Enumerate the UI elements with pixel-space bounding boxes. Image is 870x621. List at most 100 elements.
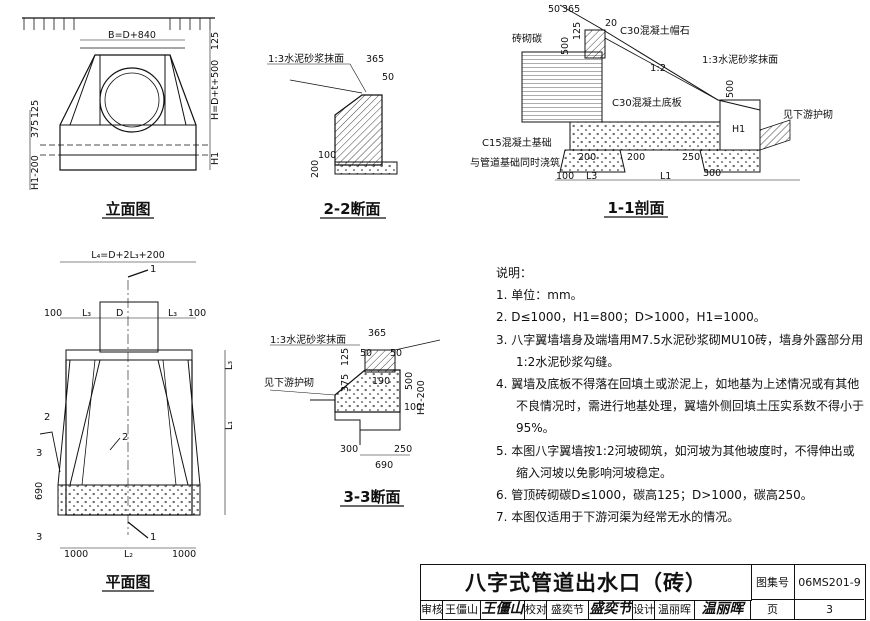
elevation-dim-125b: 125	[30, 100, 41, 118]
section-1-1	[521, 4, 800, 181]
plan-dim-1000b: 1000	[172, 549, 196, 560]
section33-mortar-label: 1:3水泥砂浆抹面	[270, 333, 346, 346]
page-number: 3	[826, 603, 833, 616]
plan-d: D	[116, 308, 123, 319]
section11-dim-20: 20	[605, 18, 617, 29]
section11-baseplate-label: C30混凝土底板	[612, 96, 682, 109]
section33-dim-500: 500	[404, 372, 415, 390]
title-block: 八字式管道出水口（砖） 图集号 06MS201-9 审核 王僵山 王僵山 校对 …	[420, 564, 866, 620]
plan-dim-690: 690	[34, 482, 45, 500]
designer-signature: 温丽晖	[695, 600, 751, 619]
section11-dim-500v: 500	[560, 37, 571, 55]
elevation-h1-dim: H1	[210, 152, 221, 165]
section33-dim-375: 375	[340, 374, 351, 392]
plan-l3v: L₃	[224, 361, 235, 370]
section33-dim-50a: 50	[360, 348, 372, 359]
section11-cap-label: C30混凝土帽石	[620, 24, 690, 37]
designer-name: 温丽晖	[655, 600, 695, 619]
plan-mark-3-top: 3	[36, 448, 42, 459]
reviewer-name: 王僵山	[443, 600, 481, 619]
section11-l3: L3	[586, 171, 597, 182]
check-label: 校对	[525, 600, 547, 619]
section22-dim-50: 50	[382, 72, 394, 83]
note-item-1: 1. 单位：mm。	[496, 288, 583, 303]
plan-l1v: L₁	[224, 421, 235, 430]
review-label: 审核	[421, 600, 443, 619]
section-3-3	[269, 339, 441, 456]
plan-mark-2-right: 2	[122, 432, 128, 443]
atlas-number: 06MS201-9	[795, 565, 864, 600]
plan-dim-100b: 100	[188, 308, 206, 319]
section33-dim-125: 125	[340, 348, 351, 366]
plan-title: 平面图	[105, 573, 150, 591]
section11-title: 1-1剖面	[607, 199, 664, 217]
plan-mark-3-bottom: 3	[36, 532, 42, 543]
section22-dim-200: 200	[310, 160, 321, 178]
note-item-7: 7. 本图仅适用于下游河渠为经常无水的情况。	[496, 510, 740, 525]
plan-l3b: L₃	[168, 308, 177, 319]
note-item-2: 2. D≤1000，H1=800；D>1000，H1=1000。	[496, 310, 766, 325]
section33-dim-300: 300	[340, 444, 358, 455]
elevation-dim-125: 125	[210, 32, 221, 50]
elevation-view	[22, 17, 215, 190]
plan-mark-1-bottom: 1	[150, 532, 156, 543]
elevation-title: 立面图	[105, 200, 150, 218]
plan-mark-1-top: 1	[150, 264, 156, 275]
section33-dim-250: 250	[394, 444, 412, 455]
section11-dim-200b: 200	[627, 152, 645, 163]
section22-dim-100: 100	[318, 150, 336, 161]
section33-title: 3-3断面	[343, 488, 400, 506]
section11-l1: L1	[660, 171, 671, 182]
atlas-label: 图集号	[751, 565, 795, 600]
section11-dim-100: 100	[556, 171, 574, 182]
note-item-6: 6. 管顶砖砌碳D≤1000，碳高125；D>1000，碳高250。	[496, 488, 813, 503]
section22-title: 2-2断面	[323, 200, 380, 218]
elevation-h1-200-dim: H1-200	[30, 155, 41, 190]
design-label: 设计	[633, 600, 655, 619]
plan-width-dim: L₄=D+2L₃+200	[91, 250, 165, 261]
section11-mortar-label: 1:3水泥砂浆抹面	[702, 53, 778, 66]
section33-dim-h1: H1-200	[416, 380, 427, 415]
plan-dim-100a: 100	[44, 308, 62, 319]
plan-mark-2-left: 2	[44, 412, 50, 423]
section11-dim-h1: H1	[732, 124, 745, 135]
section33-apron-label: 见下游护砌	[264, 376, 314, 389]
section33-dim-50b: 50	[390, 348, 402, 359]
notes-heading: 说明：	[496, 266, 533, 280]
section33-dim-100: 100	[404, 402, 422, 413]
section22-mortar-note: 1:3水泥砂浆抹面	[268, 52, 344, 65]
section11-samepour-label: 与管道基础同时浇筑	[470, 156, 560, 169]
note-item-3: 3. 八字翼墙墙身及端墙用M7.5水泥砂浆砌MU10砖，墙身外露部分用1:2水泥…	[496, 332, 864, 369]
plan-l2: L₂	[124, 549, 133, 560]
section33-dim-190: 190	[372, 376, 390, 387]
drawing-title: 八字式管道出水口（砖）	[421, 565, 752, 601]
elevation-dim-375: 375	[30, 120, 41, 138]
design-notes: 说明： 1. 单位：mm。 2. D≤1000，H1=800；D>1000，H1…	[496, 262, 866, 528]
section33-dim-690: 690	[375, 460, 393, 471]
section11-brick-label: 砖砌碳	[512, 32, 542, 45]
section22-dim-365: 365	[366, 54, 384, 65]
section11-foundation-label: C15混凝土基础	[482, 136, 552, 149]
plan-dim-1000a: 1000	[64, 549, 88, 560]
section33-dim-365: 365	[368, 328, 386, 339]
note-item-4: 4. 翼墙及底板不得落在回填土或淤泥上，如地基为上述情况或有其他不良情况时，需进…	[496, 377, 865, 436]
page-label: 页	[751, 600, 795, 619]
section-2-2	[267, 63, 398, 175]
checker-name: 盛奕节	[547, 600, 589, 619]
section11-slope-label: 1:2	[650, 63, 666, 74]
plan-l3a: L₃	[82, 308, 91, 319]
plan-view	[39, 261, 226, 549]
section11-dim-365: 365	[562, 4, 580, 15]
section11-dim-500: 500	[725, 80, 736, 98]
section11-dim-50: 50	[548, 4, 560, 15]
section11-dim-125v: 125	[572, 22, 583, 40]
section11-dim-250: 250	[682, 152, 700, 163]
reviewer-signature: 王僵山	[481, 600, 525, 619]
section11-apron-label: 见下游护砌	[783, 108, 833, 121]
section11-dim-200a: 200	[578, 152, 596, 163]
section11-dim-300: 300	[703, 168, 721, 179]
elevation-width-dim: B=D+840	[108, 30, 156, 41]
note-item-5: 5. 本图八字翼墙按1:2河坡砌筑，如河坡为其他坡度时，不得伸出或缩入河坡以免影…	[496, 443, 855, 480]
checker-signature: 盛奕节	[589, 600, 633, 619]
